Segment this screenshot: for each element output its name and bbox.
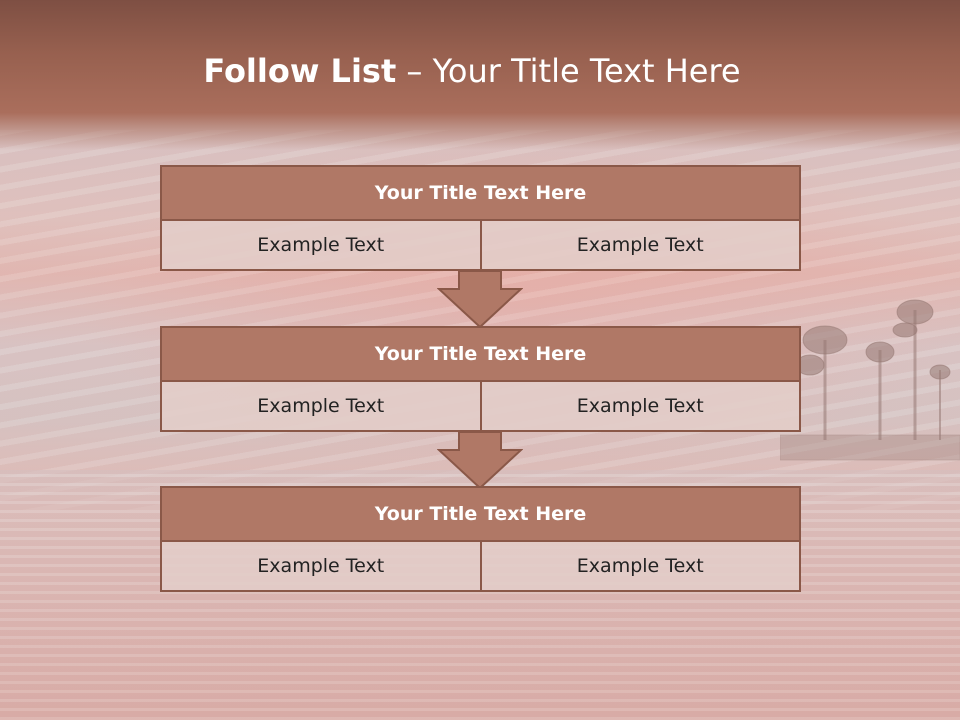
block-left-text: Example Text bbox=[160, 382, 481, 432]
block-title: Your Title Text Here bbox=[160, 326, 801, 382]
list-block-3: Your Title Text Here Example Text Exampl… bbox=[160, 486, 801, 592]
block-row: Example Text Example Text bbox=[160, 221, 801, 271]
block-row: Example Text Example Text bbox=[160, 382, 801, 432]
down-arrow-icon bbox=[437, 432, 523, 490]
block-right-text: Example Text bbox=[480, 221, 801, 271]
down-arrow-icon bbox=[437, 271, 523, 329]
tree-silhouette-image bbox=[780, 299, 960, 461]
block-right-text: Example Text bbox=[480, 542, 801, 592]
block-title: Your Title Text Here bbox=[160, 486, 801, 542]
list-block-1: Your Title Text Here Example Text Exampl… bbox=[160, 165, 801, 271]
block-left-text: Example Text bbox=[160, 221, 481, 271]
list-block-2: Your Title Text Here Example Text Exampl… bbox=[160, 326, 801, 432]
block-row: Example Text Example Text bbox=[160, 542, 801, 592]
slide-title: Follow List – Your Title Text Here bbox=[0, 52, 944, 90]
block-left-text: Example Text bbox=[160, 542, 481, 592]
slide-title-rest: – Your Title Text Here bbox=[396, 52, 741, 90]
block-right-text: Example Text bbox=[480, 382, 801, 432]
slide-title-bold: Follow List bbox=[203, 52, 397, 90]
title-band bbox=[0, 0, 960, 150]
block-title: Your Title Text Here bbox=[160, 165, 801, 221]
